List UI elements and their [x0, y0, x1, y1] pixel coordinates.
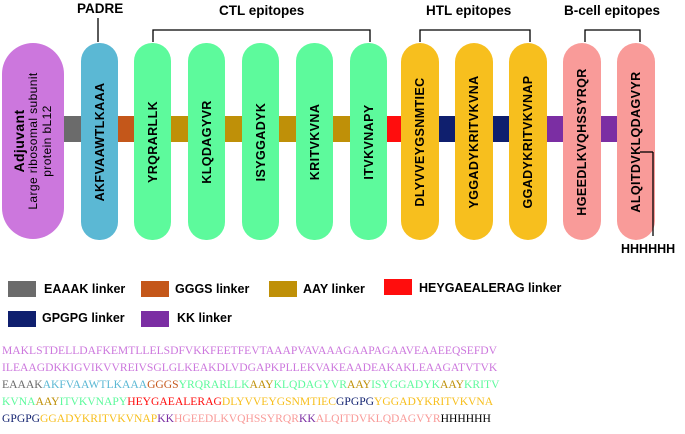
full-sequence: MAKLSTDELLDAFKEMTLLELSDFVKKFEETFEVTAAAPV… — [2, 342, 685, 427]
sequence-segment-adjuvant: MAKLSTDELLDAFKEMTLLELSDFVKKFEETFEVTAAAPV… — [2, 344, 498, 357]
ctl-header: CTL epitopes — [219, 3, 305, 18]
ctl-epitope-4: KRITVKVNA — [296, 43, 333, 240]
htl-epitope-label: YGGADYKRITVKVNA — [467, 74, 481, 209]
sequence-segment-ctl: KRITV — [464, 378, 500, 391]
legend-label-kk: KK linker — [177, 311, 232, 325]
legend-label-gpgpg: GPGPG linker — [42, 311, 125, 325]
kk-linker-2 — [599, 116, 619, 142]
bcell-header: B-cell epitopes — [564, 3, 661, 18]
legend-label-gggs: GGGS linker — [175, 282, 250, 296]
sequence-segment-gggs: GGGS — [147, 378, 179, 391]
legend-label-aay: AAY linker — [303, 282, 365, 296]
htl-header: HTL epitopes — [426, 3, 512, 18]
adjuvant-subtitle-2: protein bL12 — [40, 105, 54, 177]
sequence-line: EAAAKAKFVAAWTLKAAAGGGSYRQRARLLKAAYKLQDAG… — [2, 376, 685, 393]
htl-bracket — [419, 29, 531, 42]
gggs-linker — [116, 116, 136, 142]
padre-block: AKFVAAWTLKAAA — [81, 43, 118, 240]
adjuvant-block: Adjuvant Large ribosomal subunit protein… — [2, 43, 64, 239]
ctl-epitope-5: ITVKVNAPY — [350, 43, 387, 240]
sequence-segment-heygaealerag: HEYGAEALERAG — [127, 395, 222, 408]
gpgpg-linker-1 — [437, 116, 457, 142]
legend-swatch-kk — [141, 311, 169, 327]
kk-linker-1 — [545, 116, 565, 142]
ctl-epitope-label: YRQRARLLK — [145, 100, 160, 183]
htl-epitope-label: DLYVVEYGSNMTIEC — [413, 76, 427, 207]
gpgpg-linker-2 — [492, 116, 512, 142]
bcell-epitope-2: ALQITDVKLQDAGVYR — [617, 43, 655, 240]
legend-swatch-gggs — [141, 281, 169, 297]
htl-epitope-label: GGADYKRITVKVNAP — [521, 74, 535, 209]
sequence-segment-bcell: HGEEDLKVQHSSYRQR — [174, 412, 299, 425]
legend-label-heygaealerag: HEYGAEALERAG linker — [419, 281, 562, 295]
sequence-segment-htl: YGGADYKRITVKVNA — [374, 395, 494, 408]
his-tag-pointer — [640, 151, 654, 236]
sequence-segment-aay: AAY — [249, 378, 274, 391]
sequence-segment-aay: AAY — [439, 378, 465, 391]
aay-linker-1 — [169, 116, 189, 142]
legend-swatch-eaaak — [8, 281, 36, 297]
sequence-segment-gpgpg: GPGPG — [336, 395, 375, 408]
sequence-segment-his: HHHHHH — [440, 412, 491, 425]
ctl-epitope-label: ITVKVNAPY — [361, 103, 376, 180]
ctl-epitope-2: KLQDAGYVR — [188, 43, 225, 240]
ctl-epitope-label: ISYGGADYK — [253, 102, 268, 181]
htl-epitope-1: DLYVVEYGSNMTIEC — [401, 43, 439, 240]
sequence-segment-eaaak: EAAAK — [2, 378, 43, 391]
htl-epitope-2: YGGADYKRITVKVNA — [455, 43, 493, 240]
brackets — [97, 18, 641, 42]
sequence-segment-htl: DLYVVEYGSNMTIEC — [221, 395, 337, 408]
ctl-epitope-1: YRQRARLLK — [134, 43, 171, 240]
bcell-epitope-label: HGEEDLKVQHSSYRQR — [575, 67, 589, 216]
his-tag-label: HHHHHH — [621, 242, 676, 256]
legend-swatch-aay — [269, 281, 297, 297]
sequence-line: ILEAAGDKKIGVIKVVREIVSGLGLKEAKDLVDGAPKPLL… — [2, 359, 685, 376]
sequence-segment-padre: AKFVAAWTLKAAA — [42, 378, 148, 391]
ctl-epitope-label: KLQDAGYVR — [199, 99, 214, 184]
sequence-segment-ctl: ITVKVNAPY — [59, 395, 128, 408]
sequence-segment-kk: KK — [298, 412, 316, 425]
sequence-segment-kk: KK — [157, 412, 174, 425]
ctl-epitope-3: ISYGGADYK — [242, 43, 279, 240]
legend-label-eaaak: EAAAK linker — [44, 282, 126, 296]
legend-swatch-gpgpg — [8, 311, 36, 327]
aay-linker-2 — [224, 116, 244, 142]
sequence-segment-aay: AAY — [35, 395, 60, 408]
sequence-segment-htl: GGADYKRITVKVNAP — [40, 412, 158, 425]
padre-header: PADRE — [77, 1, 124, 16]
adjuvant-label: Adjuvant Large ribosomal subunit protein… — [11, 72, 54, 210]
sequence-line: KVNAAAYITVKVNAPYHEYGAEALERAGDLYVVEYGSNMT… — [2, 393, 685, 410]
padre-seq: AKFVAAWTLKAAA — [92, 82, 107, 201]
sequence-line: MAKLSTDELLDAFKEMTLLELSDFVKKFEETFEVTAAAPV… — [2, 342, 685, 359]
htl-epitope-3: GGADYKRITVKVNAP — [509, 43, 547, 240]
ctl-epitope-label: KRITVKVNA — [307, 103, 322, 180]
adjuvant-subtitle-1: Large ribosomal subunit — [26, 72, 40, 210]
sequence-segment-aay: AAY — [347, 378, 372, 391]
sequence-line: GPGPGGGADYKRITVKVNAPKKHGEEDLKVQHSSYRQRKK… — [2, 410, 685, 427]
aay-linker-4 — [331, 116, 351, 142]
legend-swatch-heygaealerag — [384, 279, 412, 295]
sequence-segment-ctl: KLQDAGYVR — [273, 378, 347, 391]
sequence-segment-bcell: ALQITDVKLQDAGVYR — [315, 412, 441, 425]
sequence-segment-gpgpg: GPGPG — [2, 412, 41, 425]
ctl-bracket — [152, 29, 371, 42]
heygaealerag-linker — [384, 116, 404, 142]
sequence-segment-ctl: YRQRARLLK — [178, 378, 250, 391]
bcell-bracket — [584, 29, 641, 42]
sequence-segment-ctl: ISYGGADYK — [371, 378, 440, 391]
bcell-epitope-1: HGEEDLKVQHSSYRQR — [563, 43, 601, 240]
adjuvant-title: Adjuvant — [11, 109, 27, 173]
eaaak-linker — [62, 116, 82, 142]
sequence-segment-ctl: KVNA — [2, 395, 36, 408]
sequence-segment-adjuvant: ILEAAGDKKIGVIKVVREIVSGLGLKEAKDLVDGAPKPLL… — [2, 361, 498, 374]
aay-linker-3 — [277, 116, 297, 142]
